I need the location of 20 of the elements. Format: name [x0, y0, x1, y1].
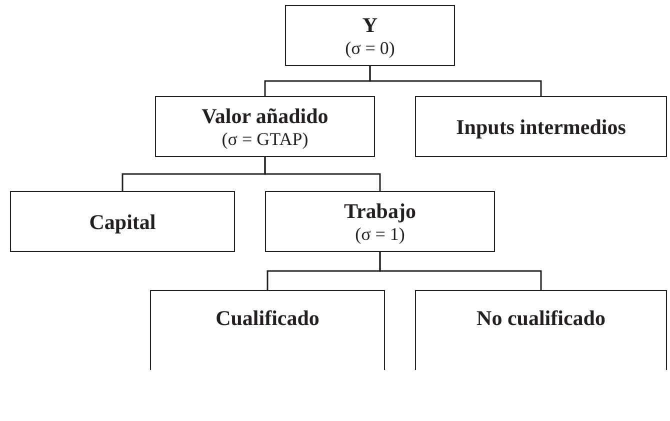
node-box — [10, 191, 235, 252]
node-parameter: (σ = 0) — [345, 36, 395, 58]
node-title: Trabajo — [344, 198, 416, 222]
node-box — [155, 96, 375, 157]
node-title: Cualificado — [216, 306, 320, 330]
node-title: Capital — [89, 210, 156, 234]
connector-line — [379, 252, 542, 290]
node-box — [265, 191, 495, 252]
node-title: Inputs intermedios — [456, 114, 626, 138]
node-box — [285, 5, 455, 66]
node-parameter: (σ = GTAP) — [222, 128, 308, 150]
node-title: Valor añadido — [202, 104, 328, 128]
node-title: Y — [362, 12, 378, 36]
connector-line — [264, 157, 381, 191]
node-box — [150, 290, 385, 370]
node-parameter: (σ = 1) — [355, 222, 405, 244]
node-box — [415, 96, 667, 157]
node-box — [415, 290, 667, 370]
node-title: No cualificado — [476, 306, 606, 330]
connector-line — [369, 66, 542, 96]
